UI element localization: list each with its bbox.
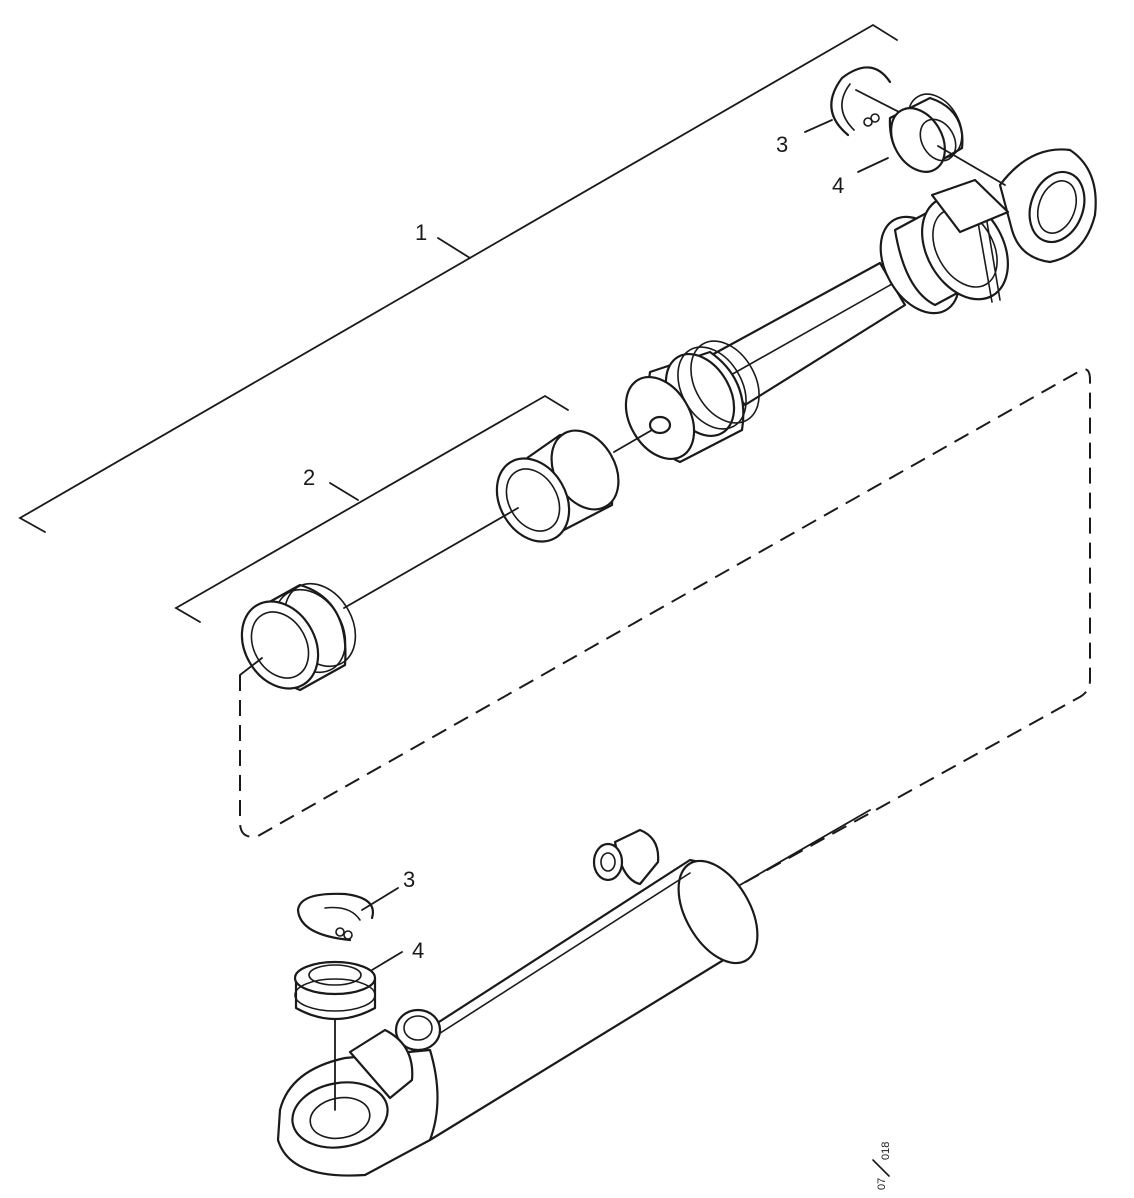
circlip-top — [830, 66, 906, 137]
callout-2: 2 — [303, 465, 315, 490]
bushing-top — [888, 93, 1006, 186]
callout-3-bottom: 3 — [403, 867, 415, 892]
piston-rod — [706, 148, 1097, 407]
svg-text:018: 018 — [880, 1142, 892, 1160]
callout-3-top: 3 — [776, 132, 788, 157]
callout-4-bottom: 4 — [412, 938, 424, 963]
circlip-bottom — [296, 892, 374, 942]
seal-ring-upper — [343, 429, 620, 609]
leader-3-top — [804, 119, 833, 133]
cylinder-barrel — [276, 809, 871, 1177]
bushing-bottom — [293, 960, 377, 1111]
dashed-assembly-outline — [239, 368, 1091, 886]
callout-4-top: 4 — [832, 173, 844, 198]
leader-4-top — [857, 157, 889, 173]
svg-text:07: 07 — [876, 1178, 888, 1190]
drawing-reference: 07 018 — [872, 1142, 892, 1190]
bracket-group-2 — [174, 394, 569, 623]
bracket-group-1 — [18, 23, 898, 533]
seal-ring-lower — [239, 582, 357, 692]
piston — [613, 340, 760, 464]
leader-3-bottom — [361, 887, 399, 911]
leader-4-bottom — [371, 951, 403, 971]
callout-1: 1 — [415, 220, 427, 245]
